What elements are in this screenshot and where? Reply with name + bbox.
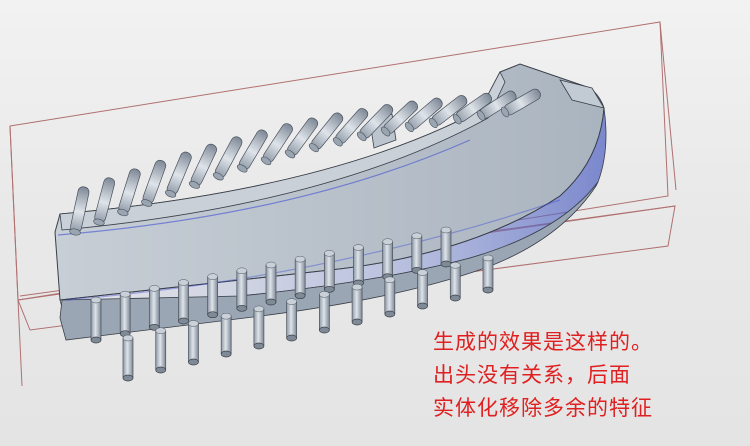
lying-pin — [260, 123, 293, 166]
hanging-rod — [411, 232, 423, 274]
hanging-rod — [319, 291, 330, 334]
hanging-rod — [440, 226, 452, 268]
hanging-rod — [119, 290, 131, 338]
hanging-rod — [148, 285, 160, 331]
hanging-rod — [155, 327, 167, 374]
model-part-icon[interactable] — [54, 63, 607, 382]
lying-pin — [404, 97, 443, 133]
hanging-rod — [207, 273, 219, 319]
hanging-rod — [286, 298, 297, 342]
hanging-rod — [220, 312, 232, 358]
hanging-rod — [236, 267, 248, 312]
hanging-rod — [417, 269, 428, 310]
lying-pin — [141, 159, 167, 207]
caption-line-3: 实体化移除多余的特征 — [433, 396, 653, 420]
hanging-rod — [122, 334, 134, 382]
lying-pin — [356, 104, 394, 142]
hanging-rod — [178, 279, 189, 325]
lying-pin — [188, 143, 218, 189]
lying-pin — [476, 90, 517, 121]
hanging-rod — [188, 320, 199, 366]
hanging-rod — [382, 238, 394, 281]
lying-pin — [284, 117, 319, 159]
caption-line-1: 生成的效果是这样的。 — [433, 330, 653, 354]
hanging-rod — [323, 250, 335, 293]
lying-pin — [380, 100, 418, 137]
hanging-rod — [253, 305, 265, 350]
hanging-rod — [482, 254, 494, 294]
hanging-rod — [449, 262, 461, 302]
hanging-rod — [353, 244, 364, 287]
model-feature-pins — [69, 88, 541, 236]
lying-pin — [500, 88, 541, 118]
lying-pin — [117, 168, 141, 217]
caption-line-2: 出头没有关系，后面 — [433, 363, 631, 387]
lying-pin — [236, 129, 268, 173]
hanging-rod — [294, 255, 306, 300]
lying-pin — [308, 112, 344, 153]
model-feature-rods — [90, 226, 494, 382]
lying-pin — [212, 136, 243, 181]
lying-pin — [428, 95, 468, 129]
hanging-rod — [351, 283, 363, 326]
annotation-caption: 生成的效果是这样的。 出头没有关系，后面 实体化移除多余的特征 — [433, 326, 733, 425]
lying-pin — [332, 108, 369, 147]
lying-pin — [165, 151, 192, 198]
hanging-rod — [265, 261, 277, 306]
lying-pin — [69, 186, 90, 236]
lying-pin — [93, 177, 116, 226]
hanging-rod — [90, 296, 102, 344]
hanging-rod — [384, 276, 396, 318]
